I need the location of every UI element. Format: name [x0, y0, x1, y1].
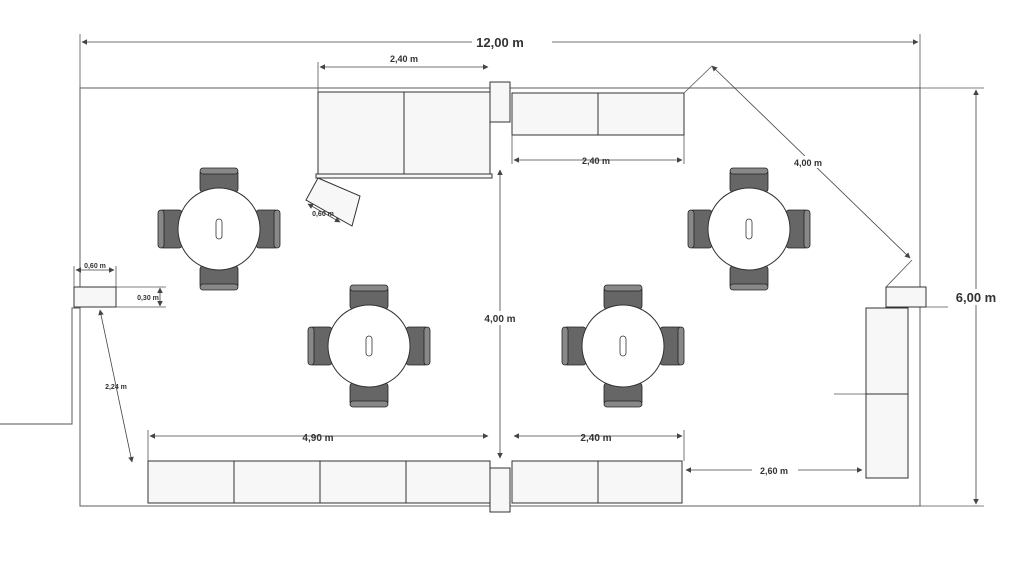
dim-left-diagonal	[98, 309, 134, 463]
armchair-icon	[255, 209, 281, 249]
table-group	[687, 167, 811, 291]
armchair-icon	[603, 284, 643, 310]
dim-door-swing	[307, 203, 341, 223]
label-left-post-width: 0,60 m	[84, 263, 106, 270]
left-entrance-wall	[0, 307, 80, 425]
bottom-right-cabinets	[511, 460, 683, 504]
label-top-left-cabinets: 2,40 m	[390, 54, 418, 64]
table-group	[307, 284, 431, 408]
armchair-icon	[349, 284, 389, 310]
right-cabinets	[865, 307, 909, 479]
armchair-icon	[561, 326, 587, 366]
armchair-icon	[307, 326, 333, 366]
label-door-swing: 0,60 m	[312, 211, 334, 218]
label-bottom-left-cabinets: 4,90 m	[302, 433, 333, 444]
label-overall-height: 6,00 m	[956, 290, 996, 305]
label-bottom-right-cabinets: 2,40 m	[580, 433, 611, 444]
left-post	[73, 286, 117, 308]
table-centerpiece	[745, 218, 753, 240]
armchair-icon	[199, 265, 239, 291]
open-cabinet-door	[305, 177, 361, 227]
center-post-top	[489, 81, 511, 123]
table-group	[157, 167, 281, 291]
table-centerpiece	[619, 335, 627, 357]
table-centerpiece	[365, 335, 373, 357]
right-post	[885, 286, 927, 308]
label-diagonal-wall: 4,00 m	[794, 158, 822, 168]
table-group	[561, 284, 685, 408]
top-right-cabinets	[511, 92, 685, 136]
top-left-cabinets	[305, 91, 493, 227]
label-top-right-cabinets: 2,40 m	[582, 156, 610, 166]
bottom-left-cabinets	[147, 460, 491, 504]
label-overall-width: 12,00 m	[476, 35, 524, 50]
label-right-gap: 2,60 m	[760, 466, 788, 476]
label-left-post-depth: 0,30 m	[137, 295, 159, 302]
label-left-diagonal: 2,24 m	[105, 384, 127, 391]
center-post-bottom	[489, 467, 511, 513]
table-centerpiece	[215, 218, 223, 240]
armchair-icon	[405, 326, 431, 366]
label-center-height: 4,00 m	[484, 314, 515, 325]
armchair-icon	[687, 209, 713, 249]
